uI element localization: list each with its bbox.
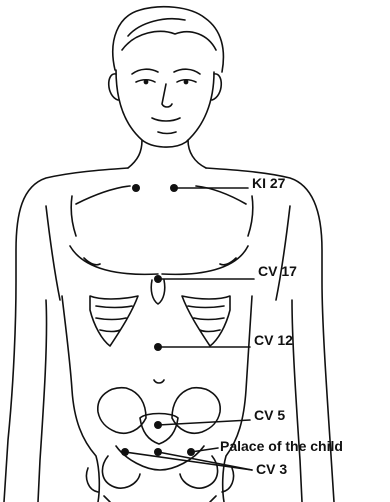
pelvis-left-wing: [98, 388, 146, 433]
label-palace-of-the-child: Palace of the child: [220, 438, 343, 454]
left-inner-arm: [38, 206, 60, 502]
cv5-leader: [158, 420, 250, 425]
mouth: [152, 118, 180, 121]
right-inner-arm: [276, 206, 302, 502]
label-cv17: CV 17: [258, 263, 297, 279]
femur-heads: [86, 468, 233, 502]
right-ribs: [182, 296, 230, 346]
neck: [128, 140, 206, 168]
left-ribs: [90, 296, 138, 346]
pelvis-right-wing: [172, 388, 220, 433]
chin-crease: [158, 132, 176, 134]
left-pupil: [144, 80, 147, 83]
label-cv5: CV 5: [254, 407, 285, 423]
eyebrows: [132, 69, 200, 74]
torso-left-side: [62, 296, 99, 502]
torso-right-side: [223, 296, 252, 502]
nose: [162, 84, 172, 107]
right-pupil: [184, 80, 187, 83]
label-ki27: KI 27: [252, 175, 285, 191]
face-outline: [116, 70, 214, 147]
hair: [113, 7, 224, 72]
clavicles: [71, 186, 253, 236]
label-cv12: CV 12: [254, 332, 293, 348]
palace-leader: [191, 448, 218, 452]
ki27-point-left: [132, 184, 140, 192]
sternum: [151, 280, 165, 304]
label-cv3: CV 3: [256, 461, 287, 477]
pectorals: [70, 246, 248, 274]
navel: [154, 380, 164, 383]
